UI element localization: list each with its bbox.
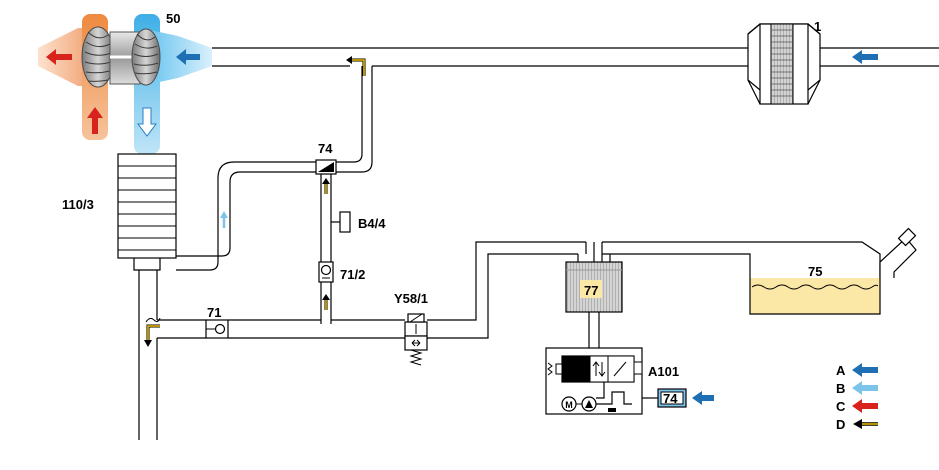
intake-in-arrow (176, 49, 200, 65)
legend-arrow-b (852, 381, 878, 395)
intake-pipe (212, 47, 939, 67)
label-module-74: 74 (663, 391, 678, 406)
svg-text:M: M (565, 400, 573, 410)
flow-arrow-light-blue (220, 211, 228, 228)
check-valve-712 (318, 261, 334, 283)
label-valve-712: 71/2 (340, 267, 366, 282)
intercooler (117, 153, 177, 271)
legend-arrow-c (852, 399, 878, 413)
label-turbocharger: 50 (166, 11, 181, 26)
fuel-tank (749, 227, 917, 315)
fresh-air-arrow (852, 50, 878, 64)
module-a101: M (545, 347, 643, 415)
label-solenoid-y581: Y58/1 (394, 291, 428, 306)
valve-71 (205, 319, 229, 339)
legend-label-c: C (836, 399, 846, 414)
label-sensor-b44: B4/4 (358, 216, 386, 231)
sensor-b44 (339, 211, 351, 233)
flow-arrows (144, 56, 366, 347)
exhaust-pipe-vertical (138, 270, 158, 440)
legend-label-b: B (836, 381, 846, 396)
valve-74 (315, 159, 337, 175)
label-fuel-tank: 75 (808, 264, 823, 279)
solenoid-valve-y581 (404, 313, 428, 366)
legend-label-a: A (836, 363, 846, 378)
flow-arrow-vertical-lower (322, 294, 330, 310)
boost-lines (176, 66, 373, 324)
air-filter (747, 23, 878, 105)
flow-arrow-exhaust-return (144, 317, 161, 347)
exhaust-up-arrow (87, 107, 103, 134)
boost-down-arrow (137, 107, 157, 137)
legend-arrow-d (853, 419, 878, 429)
exhaust-out-arrow (46, 49, 72, 65)
label-module-a101: A101 (648, 364, 680, 379)
flow-arrow-vertical-upper (322, 178, 330, 194)
legend (852, 363, 878, 429)
label-canister-77: 77 (584, 283, 599, 298)
legend-label-d: D (836, 417, 846, 432)
module-air-arrow (692, 391, 714, 405)
module-filter-74 (642, 388, 714, 408)
legend-arrow-a (852, 363, 878, 377)
label-air-filter: 1 (814, 19, 822, 34)
label-valve-71: 71 (207, 305, 222, 320)
turbocharger (38, 14, 212, 154)
canister-77 (565, 261, 623, 313)
label-valve-74: 74 (318, 141, 333, 156)
label-intercooler: 110/3 (62, 197, 94, 212)
turbine-wheel (81, 26, 115, 88)
flow-arrow-intake-return (346, 56, 366, 76)
